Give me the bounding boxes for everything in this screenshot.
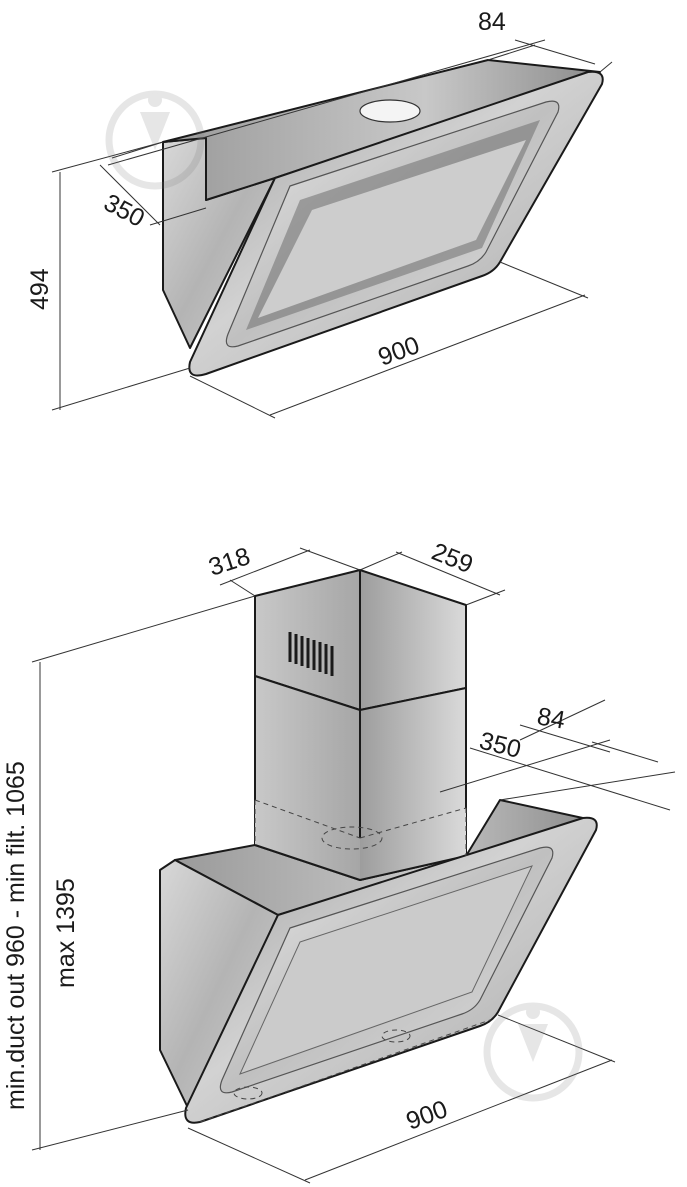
top-hood-outlet-opening <box>359 99 421 123</box>
brand-watermark-icon <box>105 90 583 1102</box>
bottom-hood-filter-outlet-left <box>233 1086 263 1100</box>
bottom-hood-filter-outlet-right <box>381 1029 411 1043</box>
bottom-width-900-label: 900 <box>402 1095 451 1136</box>
chimney-upper-right-face <box>359 569 467 711</box>
top-hood-view <box>162 59 604 377</box>
top-width-900-label: 900 <box>374 331 423 372</box>
top-dimensions: 84 350 494 900 <box>26 8 613 419</box>
bottom-hood-inner-panel <box>239 865 533 1075</box>
top-depth-350-label: 350 <box>99 189 149 233</box>
max-height-label: max 1395 <box>52 878 80 988</box>
bottom-depth-350-label: 350 <box>477 727 524 764</box>
bottom-depth-84-label: 84 <box>535 702 567 734</box>
height-range-label: min.duct out 960 - min filt. 1065 <box>2 761 30 1110</box>
chimney-depth-259-label: 259 <box>428 538 477 580</box>
bottom-hood-view <box>159 569 598 1124</box>
bottom-hood-top-outlet-hidden <box>321 826 383 850</box>
chimney-width-318-label: 318 <box>205 542 253 582</box>
top-depth-84-label: 84 <box>478 8 506 36</box>
chimney-vent-slots <box>288 632 334 676</box>
top-hood-inner-panel <box>258 140 526 318</box>
top-height-494-label: 494 <box>26 268 54 310</box>
